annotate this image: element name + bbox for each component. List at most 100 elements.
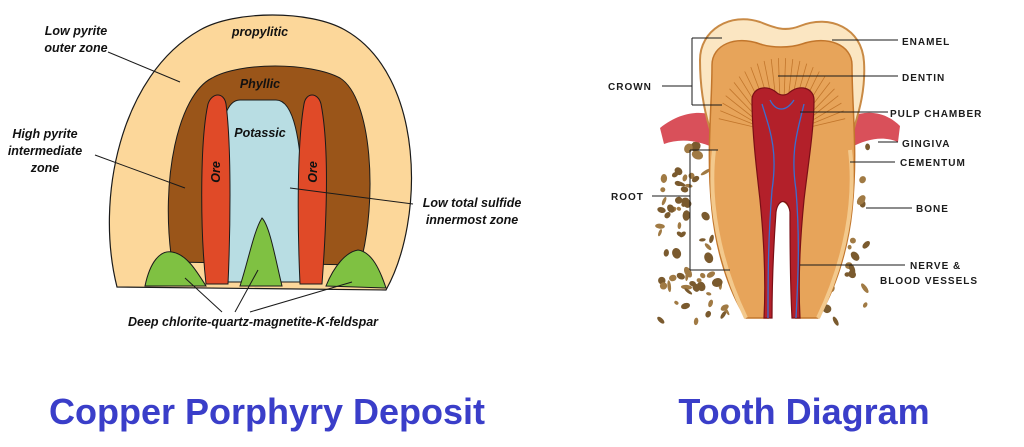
bone-speck: [706, 292, 712, 296]
bone-speck: [696, 281, 706, 292]
tooth-diagram: CROWN ROOT ENAMEL DENTIN PULP CHAMBER GI…: [608, 18, 982, 432]
bone-speck: [847, 244, 852, 250]
leader-low-pyrite: [107, 51, 181, 83]
bone-speck: [861, 283, 869, 293]
high-pyrite-label-line1: High pyrite: [12, 127, 77, 141]
low-sulfide-label-line1: Low total sulfide: [423, 196, 522, 210]
ore-left-label: Ore: [209, 161, 223, 183]
bone-speck: [672, 247, 682, 259]
bone-speck: [661, 196, 667, 206]
bone-speck: [681, 197, 690, 206]
bone-speck: [862, 241, 870, 249]
bone-speck: [700, 168, 712, 176]
enamel-label: ENAMEL: [902, 37, 950, 48]
bone-speck: [701, 211, 710, 221]
deep-zone-left: [144, 251, 207, 287]
gingiva-label: GINGIVA: [902, 139, 950, 150]
bone-speck: [682, 174, 688, 182]
leader-deep-3: [249, 281, 353, 313]
gingiva-right: [850, 112, 900, 148]
bone-speck: [677, 222, 682, 230]
dentin-tubule: [720, 110, 754, 125]
dentin-tubule: [725, 95, 756, 120]
bone-speck: [675, 196, 683, 204]
bone-speck: [696, 278, 702, 283]
high-pyrite-label-line3: zone: [30, 161, 60, 175]
propylitic-label: propylitic: [231, 25, 288, 39]
bone-speck: [657, 316, 665, 324]
bone-speck: [667, 204, 675, 213]
bone-label: BONE: [916, 204, 949, 215]
bone-speck: [865, 143, 871, 151]
copper-title: Copper Porphyry Deposit: [49, 391, 485, 432]
bone-speck: [671, 172, 679, 178]
bone-speck: [674, 300, 679, 305]
cementum: [710, 149, 854, 319]
bone-speck: [681, 302, 690, 310]
blood-vessels: [761, 99, 805, 319]
bone-speck: [660, 174, 668, 183]
gingiva: [660, 112, 718, 150]
bone-speck: [856, 195, 866, 205]
dentin-tubule: [810, 110, 844, 125]
bone-speck: [704, 252, 714, 264]
leader-deep-2: [234, 269, 259, 313]
low-pyrite-label-line1: Low pyrite: [45, 24, 108, 38]
bone-speck: [663, 249, 669, 257]
potassic-label: Potassic: [234, 126, 285, 140]
root-label: ROOT: [611, 192, 644, 203]
bone-speck: [685, 183, 693, 188]
ore-body-right: [297, 94, 327, 285]
bone-speck: [684, 288, 693, 295]
dentin-tubule: [811, 118, 846, 127]
bone-speck: [722, 305, 730, 316]
bone-speck: [690, 141, 701, 152]
phyllic-label: Phyllic: [240, 77, 280, 91]
ore-right-label: Ore: [306, 161, 320, 183]
bone-speck: [676, 272, 685, 280]
bone-speck: [693, 317, 699, 326]
bone-speck: [850, 251, 860, 261]
pulp-chamber-label: PULP CHAMBER: [890, 109, 982, 120]
bone-speck: [659, 282, 668, 290]
bone-speck: [664, 212, 671, 219]
bone-speck: [708, 299, 714, 308]
bone-speck: [691, 150, 704, 160]
leader-low-sulfide: [289, 187, 414, 205]
bone-speck: [691, 175, 700, 183]
leader-root: [652, 149, 730, 271]
nerve-label-line1: NERVE &: [910, 261, 961, 272]
nerve-label-line2: BLOOD VESSELS: [880, 276, 978, 287]
bone-speck: [859, 176, 866, 184]
bone-speck: [669, 274, 677, 282]
bone-speck: [676, 231, 683, 237]
bone-tissue: [655, 141, 871, 326]
bone-speck: [700, 272, 706, 279]
deep-zone-right: [325, 249, 387, 289]
bone-speck: [655, 223, 665, 229]
bone-speck: [676, 206, 682, 211]
bone-speck: [682, 210, 691, 221]
deep-zone-label: Deep chlorite-quartz-magnetite-K-feldspa…: [128, 315, 379, 329]
bone-speck: [709, 234, 714, 244]
bone-speck: [657, 207, 666, 213]
bone-speck: [684, 143, 693, 154]
bone-speck: [699, 238, 706, 242]
bone-speck: [675, 181, 686, 187]
bone-speck: [849, 237, 856, 244]
dentin-tubule: [718, 118, 753, 127]
cementum-label: CEMENTUM: [900, 158, 966, 169]
copper-porphyry-diagram: propylitic Phyllic Potassic Ore Ore Low …: [8, 14, 522, 432]
bone-speck: [680, 284, 693, 290]
leader-high-pyrite: [94, 154, 186, 189]
high-pyrite-label-line2: intermediate: [8, 144, 82, 158]
deep-zone-center: [239, 217, 283, 287]
low-pyrite-label-line2: outer zone: [44, 41, 107, 55]
tooth-title: Tooth Diagram: [678, 391, 929, 432]
crown-label: CROWN: [608, 82, 652, 93]
bone-speck: [680, 186, 689, 193]
bone-speck: [658, 229, 662, 237]
bone-speck: [720, 311, 727, 319]
bone-speck: [832, 316, 839, 326]
leader-crown: [662, 37, 722, 106]
